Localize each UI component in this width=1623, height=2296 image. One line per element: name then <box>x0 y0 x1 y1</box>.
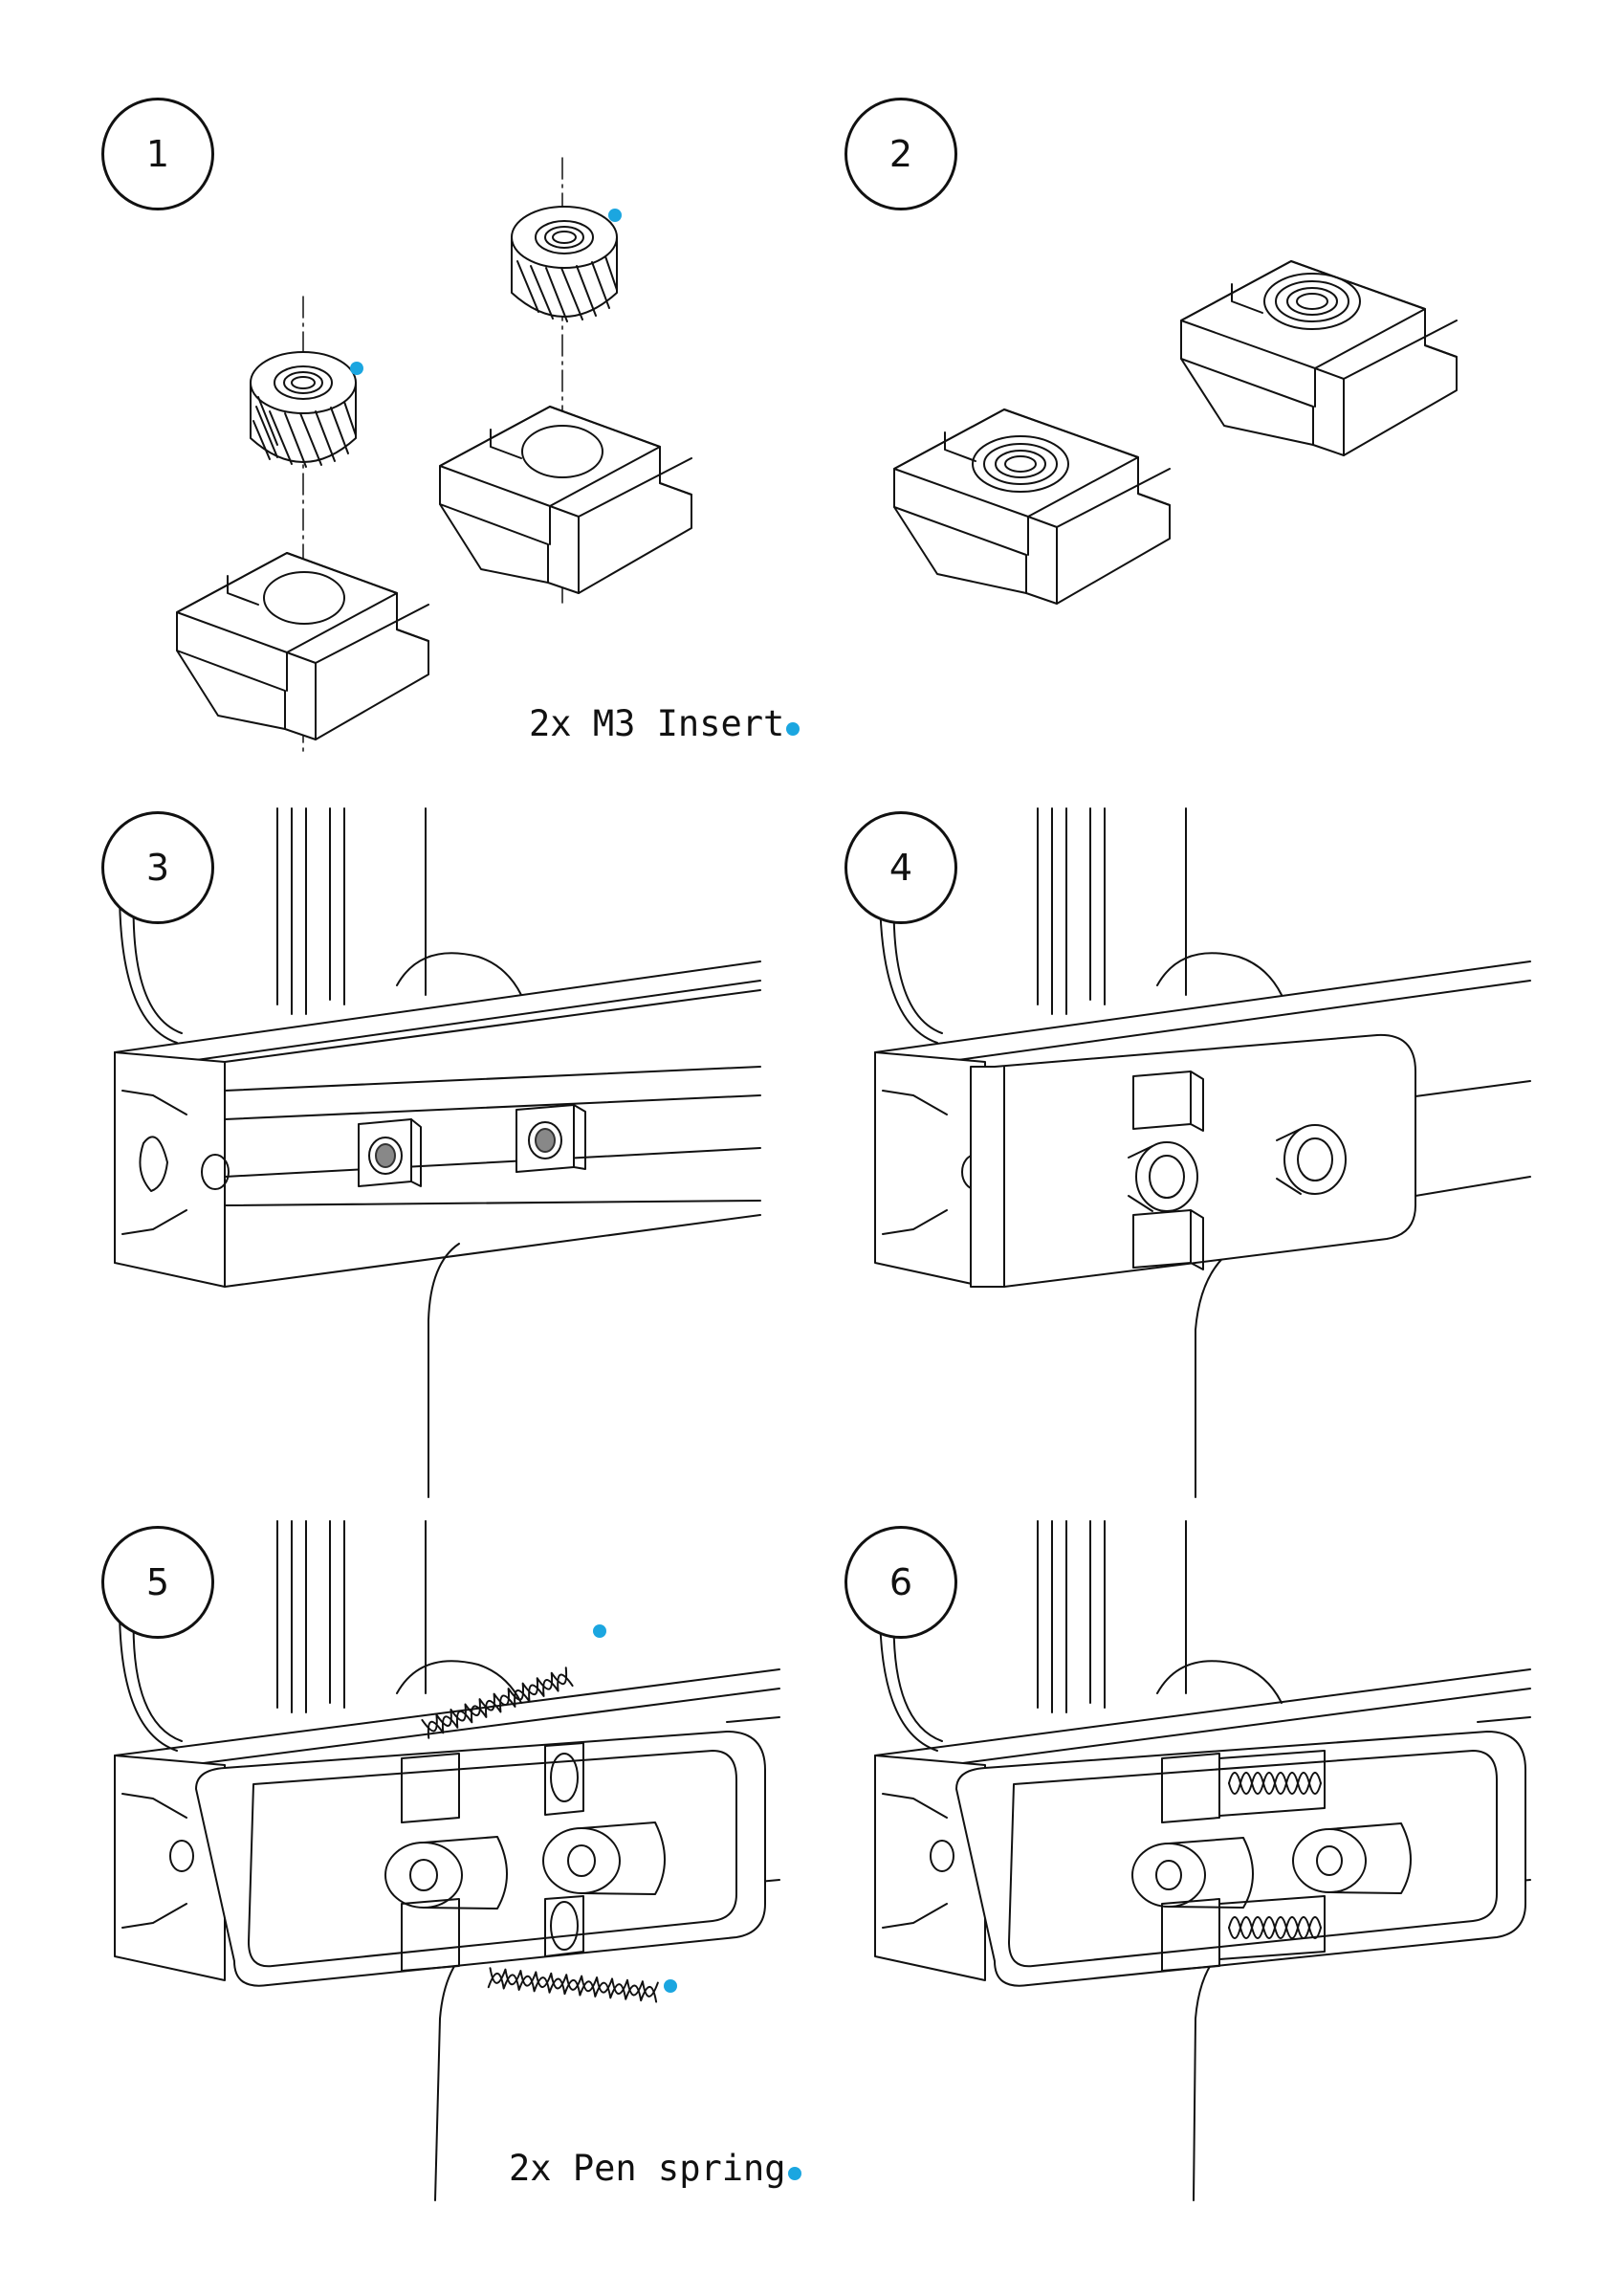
pen-spring-bottom <box>489 1968 658 2001</box>
tnut-left <box>177 553 428 740</box>
m3-insert-left <box>251 352 356 467</box>
pen-spring-top <box>422 1667 572 1738</box>
panel-2-tnuts-with-inserts <box>894 261 1457 604</box>
step-number: 4 <box>888 847 913 889</box>
tnut-in-slot-left <box>359 1119 421 1186</box>
part-marker-dot <box>664 1979 677 1993</box>
slider-plate <box>971 1035 1415 1287</box>
step-number-badge: 6 <box>844 1526 957 1639</box>
slider-carriage <box>196 1732 765 1986</box>
part-marker-dot <box>350 362 363 375</box>
panel-6-springs-installed <box>875 1521 1530 2200</box>
step-number-badge: 3 <box>101 811 214 924</box>
part-marker-dot <box>593 1624 606 1638</box>
caption-inserts: 2x M3 Insert <box>529 703 801 744</box>
part-marker-dot <box>786 722 801 736</box>
part-marker-dot <box>608 209 622 222</box>
slider-carriage-assembled <box>956 1732 1525 1986</box>
step-number: 6 <box>888 1561 913 1603</box>
tnut-with-insert-back <box>1181 261 1457 455</box>
tnut-right <box>440 407 691 593</box>
step-number: 1 <box>145 133 170 175</box>
caption-springs: 2x Pen spring <box>509 2148 801 2189</box>
caption-inserts-text: 2x M3 Insert <box>529 703 785 744</box>
part-marker-dot <box>787 2167 801 2180</box>
step-number: 5 <box>145 1561 170 1603</box>
panel-4-slider-mounted <box>875 808 1530 1497</box>
step-number-badge: 1 <box>101 98 214 210</box>
step-number-badge: 5 <box>101 1526 214 1639</box>
tnut-in-slot-right <box>516 1105 585 1172</box>
panel-1-insert-into-tnut <box>177 158 691 756</box>
tnut-with-insert-front <box>894 409 1170 604</box>
step-number-badge: 2 <box>844 98 957 210</box>
step-number-badge: 4 <box>844 811 957 924</box>
step-number: 2 <box>888 133 913 175</box>
panel-5-add-springs <box>115 1521 779 2200</box>
caption-springs-text: 2x Pen spring <box>509 2148 786 2189</box>
m3-insert-right <box>512 207 617 321</box>
step-number: 3 <box>145 847 170 889</box>
panel-3-tnuts-in-extrusion <box>115 808 760 1497</box>
